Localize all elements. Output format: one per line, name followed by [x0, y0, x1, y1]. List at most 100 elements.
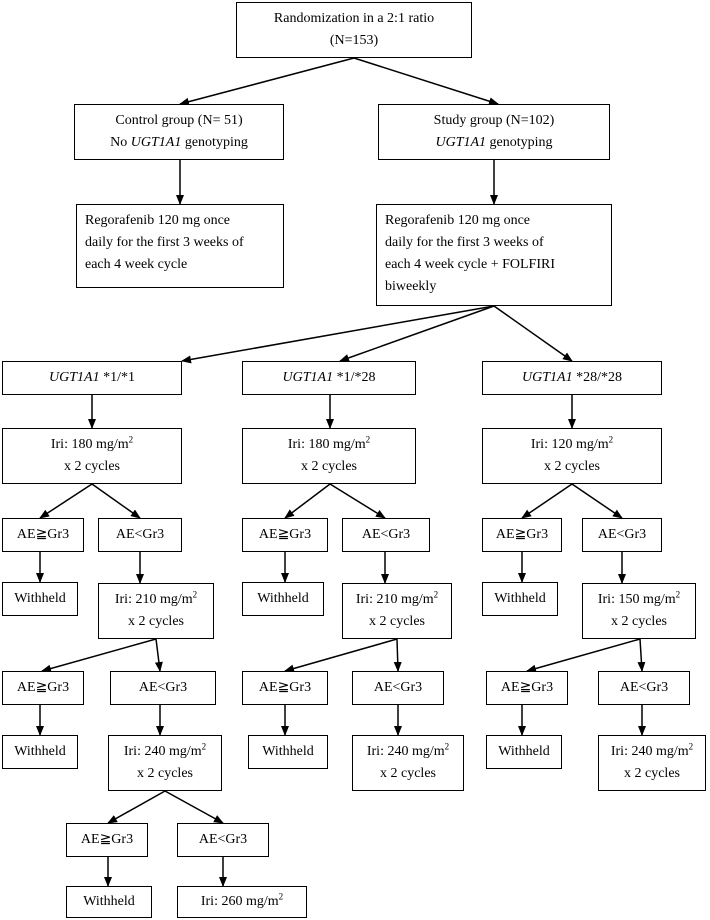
- randomization-n: (N=153): [329, 33, 379, 48]
- withheld-box-a3: Withheld: [66, 886, 152, 918]
- withheld-box-c2: Withheld: [486, 735, 562, 769]
- dose-box-a2: Iri: 210 mg/m2 x 2 cycles: [98, 583, 214, 639]
- dose-label: Iri: 210 mg/m2: [114, 589, 198, 607]
- cycles-label: x 2 cycles: [137, 766, 193, 781]
- dose-label: Iri: 180 mg/m2: [50, 434, 134, 452]
- ae-high-label: AE≧Gr3: [16, 527, 70, 542]
- connector-arrow: [571, 483, 623, 519]
- dose-box-b3: Iri: 240 mg/m2 x 2 cycles: [352, 735, 464, 791]
- dose-label: Iri: 260 mg/m2: [200, 891, 284, 909]
- ae-low-label: AE<Gr3: [619, 680, 669, 695]
- connector-arrow: [154, 638, 163, 672]
- study-treatment-line: each 4 week cycle + FOLFIRI: [385, 257, 556, 272]
- ae-high-label: AE≧Gr3: [80, 832, 134, 847]
- ae-high-box-a3: AE≧Gr3: [66, 823, 148, 857]
- randomization-box: Randomization in a 2:1 ratio (N=153): [236, 2, 472, 58]
- cycles-label: x 2 cycles: [369, 614, 425, 629]
- ae-low-label: AE<Gr3: [138, 680, 188, 695]
- control-genotyping-label: No UGT1A1 genotyping: [110, 135, 248, 150]
- withheld-box-a1: Withheld: [2, 582, 78, 616]
- connector-arrow: [526, 638, 641, 673]
- dose-label: Iri: 150 mg/m2: [597, 589, 681, 607]
- connector-arrow: [164, 790, 224, 824]
- ae-high-box-a1: AE≧Gr3: [2, 518, 84, 552]
- dose-box-a4: Iri: 260 mg/m2: [177, 886, 307, 918]
- withheld-box-a2: Withheld: [2, 735, 78, 769]
- connector-arrow: [39, 483, 93, 519]
- connector-arrow: [353, 57, 499, 106]
- withheld-box-b2: Withheld: [248, 735, 328, 769]
- cycles-label: x 2 cycles: [301, 459, 357, 474]
- connector-arrow: [521, 483, 573, 519]
- withheld-label: Withheld: [494, 591, 546, 606]
- study-treatment-line: biweekly: [385, 279, 437, 294]
- control-treatment-line: daily for the first 3 weeks of: [85, 235, 244, 250]
- connector-arrow: [329, 483, 386, 519]
- withheld-label: Withheld: [262, 744, 314, 759]
- study-treatment-box: Regorafenib 120 mg once daily for the fi…: [376, 204, 612, 306]
- genotype-box-28-28: UGT1A1 *28/*28: [482, 361, 662, 395]
- ae-low-label: AE<Gr3: [198, 832, 248, 847]
- connector-arrow: [91, 483, 141, 519]
- withheld-label: Withheld: [14, 744, 66, 759]
- genotype-label: UGT1A1 *1/*28: [282, 370, 376, 385]
- ae-high-box-c1: AE≧Gr3: [482, 518, 562, 552]
- dose-label: Iri: 180 mg/m2: [287, 434, 371, 452]
- control-treatment-box: Regorafenib 120 mg once daily for the fi…: [76, 204, 284, 288]
- withheld-box-b1: Withheld: [242, 582, 324, 616]
- ae-low-label: AE<Gr3: [115, 527, 165, 542]
- cycles-label: x 2 cycles: [624, 766, 680, 781]
- connector-arrow: [393, 638, 402, 672]
- ae-low-box-c1: AE<Gr3: [582, 518, 662, 552]
- ae-low-label: AE<Gr3: [373, 680, 423, 695]
- cycles-label: x 2 cycles: [64, 459, 120, 474]
- genotype-box-1-28: UGT1A1 *1/*28: [242, 361, 416, 395]
- dose-box-a1: Iri: 180 mg/m2 x 2 cycles: [2, 428, 182, 484]
- connector-arrow: [41, 638, 157, 673]
- withheld-label: Withheld: [83, 894, 135, 909]
- connector-arrow: [284, 638, 398, 673]
- cycles-label: x 2 cycles: [128, 614, 184, 629]
- randomization-label: Randomization in a 2:1 ratio: [273, 11, 435, 26]
- dose-box-b1: Iri: 180 mg/m2 x 2 cycles: [242, 428, 416, 484]
- ae-high-box-b2: AE≧Gr3: [242, 671, 328, 705]
- connector-arrow: [107, 790, 166, 824]
- ae-high-box-a2: AE≧Gr3: [2, 671, 84, 705]
- withheld-label: Withheld: [14, 591, 66, 606]
- dose-box-a3: Iri: 240 mg/m2 x 2 cycles: [108, 735, 222, 791]
- cycles-label: x 2 cycles: [380, 766, 436, 781]
- control-group-label: Control group (N= 51): [115, 113, 243, 128]
- dose-box-c3: Iri: 240 mg/m2 x 2 cycles: [598, 735, 706, 791]
- ae-low-box-b2: AE<Gr3: [352, 671, 444, 705]
- dose-label: Iri: 240 mg/m2: [123, 741, 207, 759]
- ae-high-box-b1: AE≧Gr3: [242, 518, 328, 552]
- withheld-label: Withheld: [257, 591, 309, 606]
- control-treatment-line: Regorafenib 120 mg once: [85, 213, 231, 228]
- genotype-box-1-1: UGT1A1 *1/*1: [2, 361, 182, 395]
- study-group-box: Study group (N=102) UGT1A1 genotyping: [378, 104, 610, 160]
- ae-high-label: AE≧Gr3: [16, 680, 70, 695]
- withheld-label: Withheld: [498, 744, 550, 759]
- genotype-label: UGT1A1 *28/*28: [522, 370, 622, 385]
- dose-label: Iri: 210 mg/m2: [355, 589, 439, 607]
- study-treatment-line: Regorafenib 120 mg once: [385, 213, 531, 228]
- study-treatment-line: daily for the first 3 weeks of: [385, 235, 544, 250]
- ae-low-box-c2: AE<Gr3: [598, 671, 690, 705]
- study-group-label: Study group (N=102): [433, 113, 555, 128]
- ae-low-label: AE<Gr3: [361, 527, 411, 542]
- ae-high-box-c2: AE≧Gr3: [486, 671, 568, 705]
- dose-box-c1: Iri: 120 mg/m2 x 2 cycles: [482, 428, 662, 484]
- genotype-label: UGT1A1 *1/*1: [49, 370, 135, 385]
- dose-box-b2: Iri: 210 mg/m2 x 2 cycles: [342, 583, 452, 639]
- control-treatment-line: each 4 week cycle: [85, 257, 188, 272]
- ae-high-label: AE≧Gr3: [500, 680, 554, 695]
- ae-high-label: AE≧Gr3: [258, 680, 312, 695]
- dose-label: Iri: 240 mg/m2: [610, 741, 694, 759]
- dose-box-c2: Iri: 150 mg/m2 x 2 cycles: [582, 583, 696, 639]
- connector-arrow: [181, 305, 495, 364]
- dose-label: Iri: 120 mg/m2: [530, 434, 614, 452]
- ae-low-box-a2: AE<Gr3: [110, 671, 216, 705]
- connector-arrow: [493, 305, 573, 362]
- study-genotyping-label: UGT1A1 genotyping: [435, 135, 553, 150]
